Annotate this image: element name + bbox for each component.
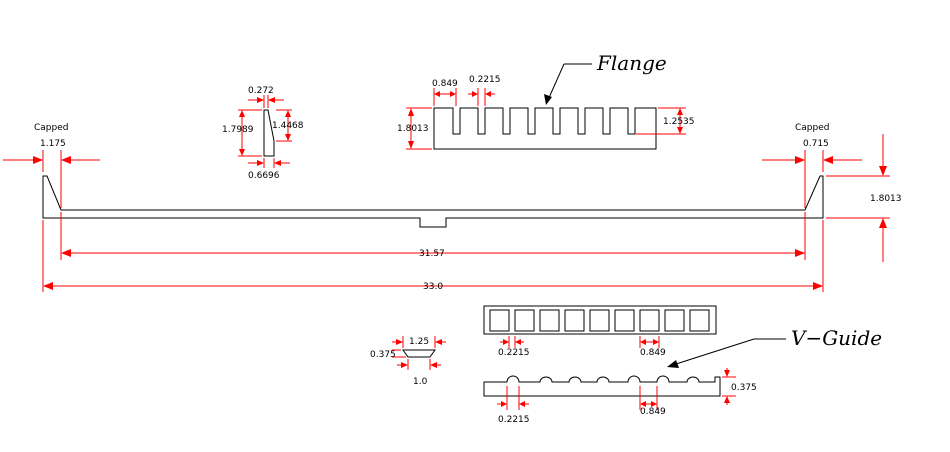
flange-dimensions — [406, 88, 686, 150]
v-guide-height-value: 0.375 — [731, 383, 757, 393]
inner-length-dimension — [60, 212, 806, 260]
flange-slot-width-value: 0.2215 — [469, 75, 501, 85]
flange-slot-depth-value: 1.2535 — [663, 117, 695, 127]
left-cap-dimension — [3, 150, 100, 208]
guide-top-width-value: 1.25 — [409, 337, 429, 347]
flange-callout: Flange — [596, 51, 667, 75]
top-view-pitch-value: 0.849 — [640, 348, 666, 358]
overall-length-dimension — [42, 220, 824, 292]
v-guide-leader — [667, 338, 786, 368]
overall-height-dimension — [826, 134, 890, 262]
top-view-dimensions — [500, 336, 660, 348]
v-guide-dimensions — [497, 368, 736, 410]
guide-section-profile — [402, 349, 436, 358]
flange-leader — [544, 63, 592, 105]
left-cap-width-value: 1.175 — [40, 139, 66, 149]
detail-bottom-width-value: 0.6696 — [248, 171, 280, 181]
main-channel-profile — [42, 175, 824, 228]
v-guide-pitch-value: 0.849 — [640, 407, 666, 417]
detail-top-width-value: 0.272 — [248, 86, 274, 96]
end-detail-profile — [263, 109, 275, 157]
flange-height-value: 1.8013 — [397, 124, 429, 134]
right-cap-width-value: 0.715 — [803, 139, 829, 149]
top-view-profile — [483, 305, 717, 335]
flange-profile — [433, 107, 657, 150]
v-guide-slot-width-value: 0.2215 — [498, 415, 530, 425]
flange-pitch-value: 0.849 — [432, 79, 458, 89]
detail-left-height-value: 1.7989 — [222, 125, 254, 135]
right-cap-dimension — [762, 150, 862, 208]
v-guide-profile — [483, 375, 721, 397]
v-guide-callout: V−Guide — [791, 326, 882, 350]
top-view-slot-width-value: 0.2215 — [498, 348, 530, 358]
inner-length-value: 31.57 — [419, 249, 445, 259]
overall-height-value: 1.8013 — [870, 194, 902, 204]
left-capped-label: Capped — [34, 123, 68, 133]
overall-length-value: 33.0 — [423, 282, 443, 292]
right-capped-label: Capped — [795, 123, 829, 133]
guide-section-dimensions — [392, 336, 446, 370]
guide-bottom-width-value: 1.0 — [413, 377, 428, 387]
end-detail-dimensions — [238, 95, 292, 168]
detail-right-height-value: 1.4468 — [272, 121, 304, 131]
guide-height-value: 0.375 — [370, 350, 396, 360]
